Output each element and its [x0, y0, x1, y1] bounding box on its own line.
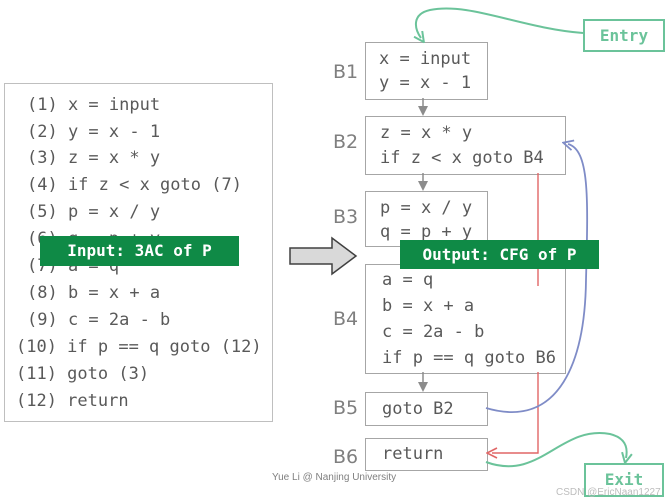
basic-block-b4: a = q b = x + a c = 2a - b if p == q got… — [365, 264, 566, 374]
edge-b4-b6-jump — [492, 372, 539, 453]
code-line-8: (8) b = x + a — [27, 283, 161, 303]
block-line: q = p + y — [380, 222, 473, 242]
output-banner: Output: CFG of P — [400, 240, 599, 269]
transform-arrow — [289, 236, 358, 276]
block-label-b4: B4 — [333, 308, 359, 330]
edge-b5-b2-back — [485, 144, 589, 413]
block-line: if z < x goto B4 — [380, 148, 544, 168]
code-line-12: (12) return — [16, 391, 129, 411]
basic-block-b3: p = x / y q = p + y — [365, 191, 488, 247]
block-label-b1: B1 — [333, 61, 359, 83]
block-label-b2: B2 — [333, 131, 359, 153]
watermark: CSDN @EricNaan1227 — [556, 487, 661, 498]
block-label-b6: B6 — [333, 446, 359, 468]
basic-block-b2: z = x * y if z < x goto B4 — [365, 116, 566, 175]
block-line: x = input — [379, 49, 472, 69]
code-line-10: (10) if p == q goto (12) — [16, 337, 262, 357]
block-line: c = 2a - b — [382, 322, 485, 342]
block-label-b3: B3 — [333, 206, 359, 228]
footer-credit: Yue Li @ Nanjing University — [272, 472, 397, 483]
block-label-b5: B5 — [333, 397, 359, 419]
block-line: goto B2 — [382, 399, 454, 419]
exit-node: Exit — [584, 463, 664, 497]
code-line-4: (4) if z < x goto (7) — [27, 175, 242, 195]
basic-block-b6: return — [365, 438, 488, 471]
code-line-1: (1) x = input — [27, 95, 161, 115]
edge-b6-exit — [485, 432, 627, 468]
code-line-5: (5) p = x / y — [27, 202, 161, 222]
code-line-9: (9) c = 2a - b — [27, 310, 171, 330]
block-line: return — [382, 444, 444, 464]
block-line: p = x / y — [380, 198, 473, 218]
block-line: a = q — [382, 270, 434, 290]
basic-block-b1: x = input y = x - 1 — [365, 42, 488, 100]
basic-block-b5: goto B2 — [365, 392, 488, 426]
code-line-11: (11) goto (3) — [16, 364, 150, 384]
block-line: y = x - 1 — [379, 73, 472, 93]
block-line: z = x * y — [380, 123, 473, 143]
block-line: if p == q goto B6 — [382, 348, 556, 368]
block-line: b = x + a — [382, 296, 475, 316]
edge-entry-b1 — [416, 7, 584, 38]
code-line-3: (3) z = x * y — [27, 148, 161, 168]
input-banner: Input: 3AC of P — [40, 236, 239, 266]
code-line-2: (2) y = x - 1 — [27, 122, 161, 142]
entry-node: Entry — [583, 19, 665, 52]
